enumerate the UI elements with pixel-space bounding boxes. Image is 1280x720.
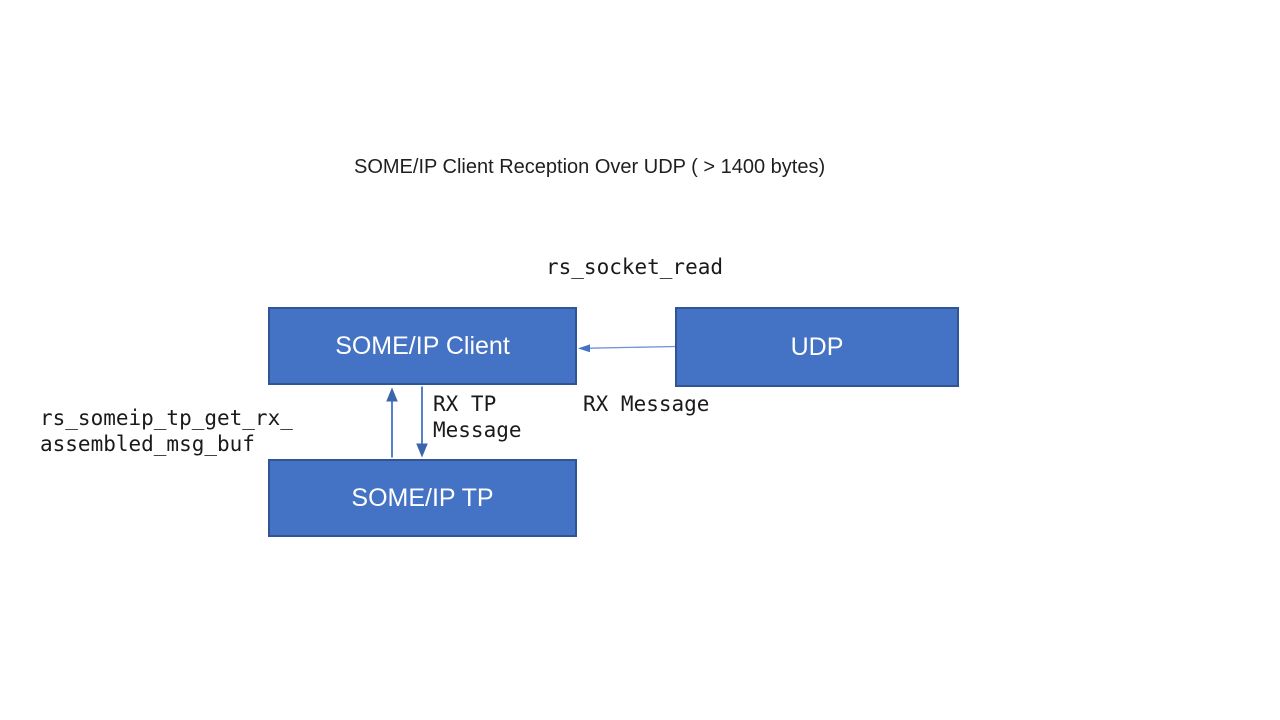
node-someip-client: SOME/IP Client xyxy=(268,307,577,385)
label-rx-tp-message: RX TP Message xyxy=(433,391,522,443)
node-someip-client-label: SOME/IP Client xyxy=(335,331,510,360)
label-assembled-msg-buf-line1: rs_someip_tp_get_rx_ xyxy=(40,406,293,430)
label-assembled-msg-buf: rs_someip_tp_get_rx_ assembled_msg_buf xyxy=(40,405,293,457)
label-rx-tp-message-line2: Message xyxy=(433,418,522,442)
node-udp: UDP xyxy=(675,307,959,387)
diagram-title: SOME/IP Client Reception Over UDP ( > 14… xyxy=(354,156,826,178)
arrow-tp-to-client xyxy=(386,387,398,458)
label-assembled-msg-buf-line2: assembled_msg_buf xyxy=(40,432,255,456)
label-rx-tp-message-line1: RX TP xyxy=(433,392,497,416)
label-rs-socket-read: rs_socket_read xyxy=(546,255,724,279)
arrow-udp-to-client xyxy=(578,344,677,353)
arrow-client-to-tp xyxy=(416,386,428,458)
node-udp-label: UDP xyxy=(790,332,844,361)
label-rx-message: RX Message xyxy=(583,392,710,416)
node-someip-tp: SOME/IP TP xyxy=(268,459,577,537)
node-someip-tp-label: SOME/IP TP xyxy=(351,483,494,512)
